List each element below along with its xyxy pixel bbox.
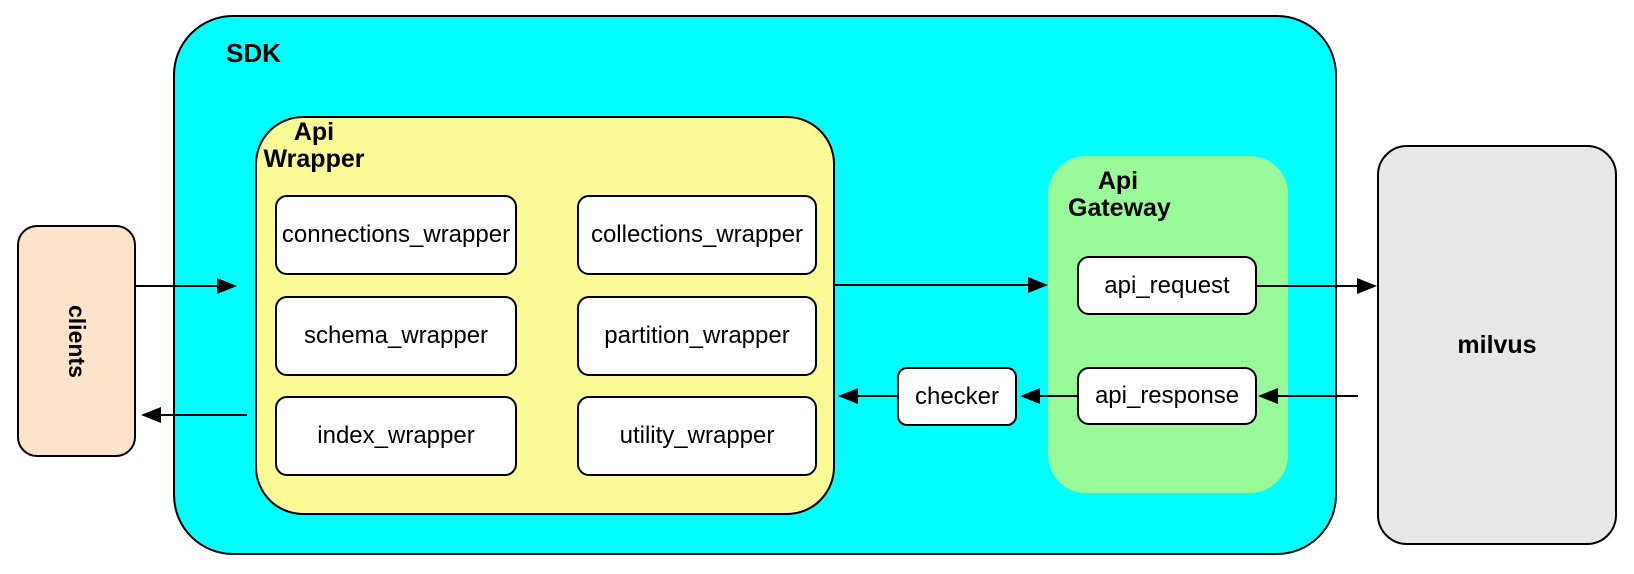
sdk-label: SDK: [226, 38, 281, 68]
clients-label: clients: [64, 304, 90, 378]
api-response-box: api_response: [1077, 367, 1257, 425]
schema-wrapper-box: schema_wrapper: [275, 296, 517, 376]
index-wrapper-box: index_wrapper: [275, 396, 517, 476]
api-response-label: api_response: [1094, 382, 1240, 409]
utility-wrapper-label: utility_wrapper: [619, 422, 775, 449]
api-request-box: api_request: [1077, 256, 1257, 315]
milvus-node: milvus: [1377, 145, 1617, 545]
partition-wrapper-label: partition_wrapper: [604, 322, 790, 349]
arrow-clients-to-sdk-line: [136, 285, 217, 287]
collections-wrapper-label: collections_wrapper: [590, 221, 804, 248]
arrow-sdk-to-clients-head: [141, 407, 161, 423]
arrow-checker-to-wrapper-line: [858, 395, 897, 397]
arrow-sdk-to-clients-line: [161, 414, 247, 416]
arrow-wrapper-to-gateway-line: [835, 284, 1028, 286]
checker-box: checker: [897, 367, 1017, 426]
connections-wrapper-label: connections_wrapper: [281, 221, 511, 248]
utility-wrapper-box: utility_wrapper: [577, 396, 817, 476]
index-wrapper-label: index_wrapper: [317, 422, 475, 449]
arrow-clients-to-sdk-head: [217, 278, 237, 294]
arrow-request-to-milvus-line: [1257, 285, 1357, 287]
schema-wrapper-label: schema_wrapper: [303, 322, 489, 349]
connections-wrapper-box: connections_wrapper: [275, 195, 517, 275]
api-wrapper-label: Api Wrapper: [263, 118, 365, 173]
collections-wrapper-box: collections_wrapper: [577, 195, 817, 275]
arrow-response-to-checker-line: [1040, 395, 1077, 397]
arrow-wrapper-to-gateway-head: [1028, 277, 1048, 293]
checker-label: checker: [914, 382, 1000, 410]
arrow-milvus-to-response-head: [1258, 388, 1278, 404]
api-gateway-label: Api Gateway: [1068, 167, 1171, 222]
partition-wrapper-box: partition_wrapper: [577, 296, 817, 376]
arrow-request-to-milvus-head: [1357, 278, 1377, 294]
milvus-label: milvus: [1457, 330, 1537, 359]
api-gateway-container: [1048, 156, 1288, 493]
clients-node: clients: [17, 225, 136, 457]
arrow-checker-to-wrapper-head: [838, 388, 858, 404]
arrow-response-to-checker-head: [1020, 388, 1040, 404]
api-request-label: api_request: [1104, 271, 1230, 299]
arrow-milvus-to-response-line: [1278, 395, 1358, 397]
